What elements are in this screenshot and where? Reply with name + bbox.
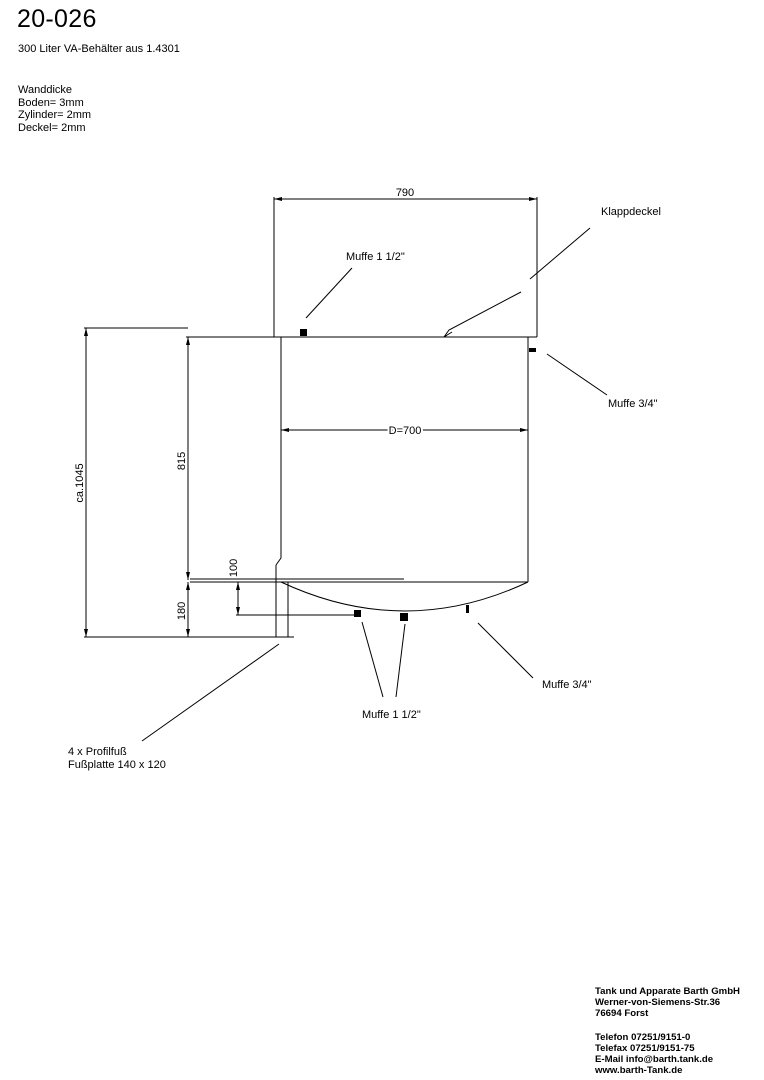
dim-text-bottom: 100	[228, 559, 240, 577]
leader-muffe-side	[546, 353, 608, 396]
socket-bottom-right	[466, 605, 469, 613]
drawing-subtitle: 300 Liter VA-Behälter aus 1.4301	[18, 43, 180, 55]
company-city: 76694 Forst	[595, 1008, 649, 1019]
company-street: Werner-von-Siemens-Str.36	[595, 997, 721, 1008]
leader-lid-upper	[529, 227, 591, 280]
arrow-total-bottom	[84, 629, 88, 637]
drawing-number: 20-026	[17, 5, 97, 33]
leader-muffe-bottom-left	[361, 621, 384, 698]
tank-wall-step	[275, 557, 282, 566]
socket-bottom-center	[400, 613, 408, 621]
arrow-lid-width-left	[274, 197, 282, 201]
arrow-cylinder-bottom	[186, 572, 190, 580]
arrow-bottom-bottom	[236, 607, 240, 615]
leader-muffe-top	[305, 267, 353, 319]
wall-thickness-heading: Wanddicke	[18, 84, 73, 96]
arrow-diameter-right	[520, 428, 528, 432]
socket-bottom-left	[354, 610, 361, 617]
dim-text-diameter: D=700	[389, 425, 422, 437]
company-web: www.barth-Tank.de	[595, 1065, 683, 1076]
company-fax: Telefax 07251/9151-75	[595, 1043, 695, 1054]
arrow-leg-top	[186, 582, 190, 590]
label-feet: 4 x Profilfuß	[68, 746, 127, 758]
company-email: E-Mail info@barth.tank.de	[595, 1054, 714, 1065]
leader-lid-hinge	[443, 291, 522, 338]
arrow-lid-width-right	[529, 197, 537, 201]
wall-thickness-cylinder: Zylinder= 2mm	[18, 109, 92, 121]
leader-muffe-bottom-center	[395, 623, 406, 698]
wall-thickness-block: Wanddicke Boden= 3mm Zylinder= 2mm Decke…	[18, 84, 91, 134]
arrow-cylinder-top	[186, 337, 190, 345]
company-phone: Telefon 07251/9151-0	[595, 1032, 691, 1043]
label-muffe-bottom-right: Muffe 3/4"	[542, 679, 592, 691]
wall-thickness-lid: Deckel= 2mm	[18, 121, 86, 134]
arrow-total-top	[84, 328, 88, 336]
company-address-block: Tank und Apparate Barth GmbH Werner-von-…	[595, 986, 740, 1076]
label-foot-plate: Fußplatte 140 x 120	[68, 759, 166, 771]
dished-bottom	[280, 581, 529, 612]
leader-muffe-bottom-right	[477, 622, 534, 679]
label-muffe-bottom: Muffe 1 1/2"	[362, 709, 421, 721]
dim-text-lid-width: 790	[396, 187, 414, 199]
company-name: Tank und Apparate Barth GmbH	[595, 986, 740, 997]
leader-feet	[141, 643, 280, 742]
arrow-diameter-left	[281, 428, 289, 432]
label-muffe-side: Muffe 3/4"	[608, 398, 658, 410]
socket-side	[529, 348, 536, 352]
dim-text-total-height: ca.1045	[74, 463, 86, 502]
label-muffe-top: Muffe 1 1/2"	[346, 251, 405, 263]
dim-text-leg-height: 180	[176, 602, 188, 620]
label-lid: Klappdeckel	[601, 206, 661, 218]
arrow-bottom-top	[236, 582, 240, 590]
socket-top	[300, 329, 307, 336]
arrow-leg-bottom	[186, 629, 190, 637]
dim-text-cylinder-height: 815	[176, 452, 188, 470]
wall-thickness-bottom: Boden= 3mm	[18, 96, 84, 109]
